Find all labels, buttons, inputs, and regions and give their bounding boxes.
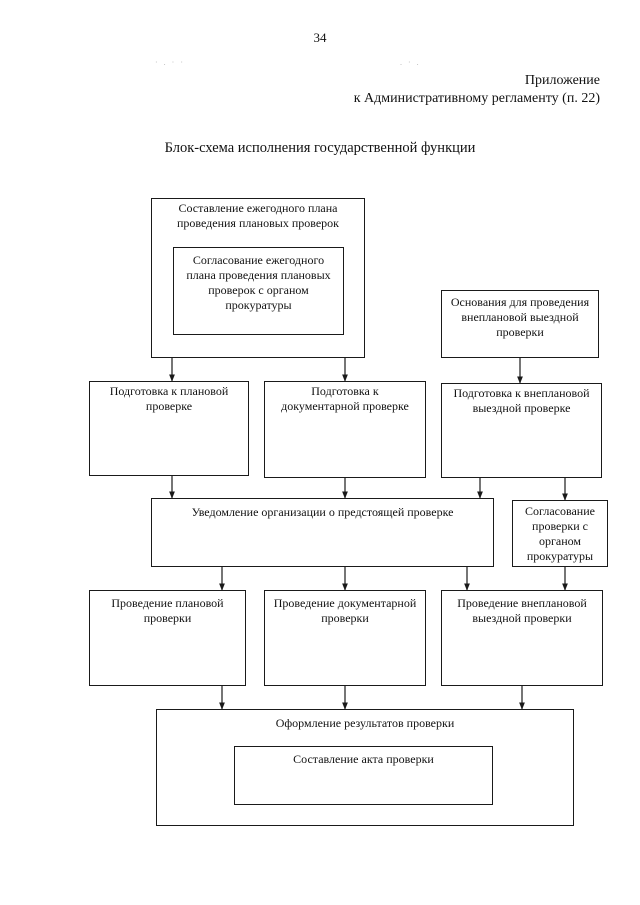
page-number: 34 — [313, 30, 327, 45]
node-conduct-documentary: Проведение документарной проверки — [264, 590, 426, 686]
node-plan-approval: Согласование ежегодного плана проведения… — [173, 247, 344, 335]
scan-noise: . · . — [400, 58, 421, 67]
node-unscheduled-grounds: Основания для проведения внеплановой вые… — [441, 290, 599, 358]
node-notification: Уведомление организации о предстоящей пр… — [151, 498, 494, 567]
node-conduct-planned: Проведение плановой проверки — [89, 590, 246, 686]
node-prep-documentary: Подготовка к документарной проверке — [264, 381, 426, 478]
node-conduct-unscheduled: Проведение внеплановой выездной проверки — [441, 590, 603, 686]
annex-reference: к Административному регламенту (п. 22) — [353, 91, 600, 106]
node-prosecutor-approval: Согласование проверки с органом прокурат… — [512, 500, 608, 567]
node-prep-planned: Подготовка к плановой проверке — [89, 381, 249, 476]
annex-label: Приложение — [524, 73, 600, 88]
node-prep-unscheduled: Подготовка к внеплановой выездной провер… — [441, 383, 602, 478]
node-act: Составление акта проверки — [234, 746, 493, 805]
diagram-title: Блок-схема исполнения государственной фу… — [164, 140, 476, 156]
scan-noise: · . · · — [155, 58, 185, 67]
